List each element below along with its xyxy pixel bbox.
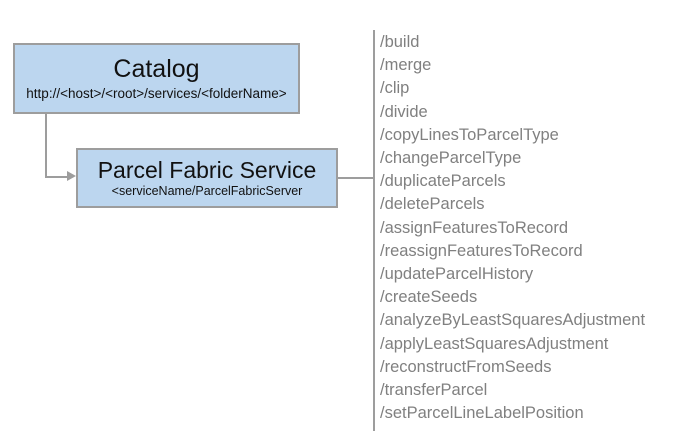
catalog-node: Catalog http://<host>/<root>/services/<f… [13, 43, 300, 114]
parcel-fabric-service-node: Parcel Fabric Service <serviceName/Parce… [76, 148, 338, 208]
operation-item: /build [380, 33, 420, 51]
parcel-fabric-service-node-title: Parcel Fabric Service [97, 156, 317, 183]
operation-item: /assignFeaturesToRecord [380, 218, 569, 237]
operation-item: /reconstructFromSeeds [380, 357, 552, 376]
operation-item: /createSeeds [380, 288, 478, 307]
operation-item: /duplicateParcels [380, 172, 506, 191]
operation-item: /updateParcelHistory [380, 265, 534, 284]
arrowhead-right-icon [67, 171, 76, 181]
operation-item: /merge [380, 56, 432, 75]
catalog-node-title: Catalog [113, 54, 200, 83]
connector-catalog-vertical-segment [45, 114, 47, 177]
operation-item: /deleteParcels [380, 195, 485, 214]
operation-item: /applyLeastSquaresAdjustment [380, 334, 609, 353]
catalog-node-subtitle: http://<host>/<root>/services/<folderNam… [26, 85, 287, 101]
operation-item: /changeParcelType [380, 149, 522, 168]
operation-item: /divide [380, 102, 428, 121]
parcel-fabric-service-node-subtitle: <serviceName/ParcelFabricServer [111, 183, 303, 198]
connector-service-to-operations [338, 177, 374, 179]
operation-item: /transferParcel [380, 381, 488, 400]
connector-catalog-horizontal-segment [45, 176, 69, 178]
operation-item: /analyzeByLeastSquaresAdjustment [380, 311, 646, 330]
operations-divider-line [373, 30, 375, 431]
operations-list: /build /merge /clip /divide /copyLinesTo… [380, 31, 685, 425]
operation-item: /setParcelLineLabelPosition [380, 404, 584, 423]
operation-item: /clip [380, 79, 410, 98]
operation-item: /copyLinesToParcelType [380, 125, 559, 144]
operation-item: /reassignFeaturesToRecord [380, 241, 583, 260]
